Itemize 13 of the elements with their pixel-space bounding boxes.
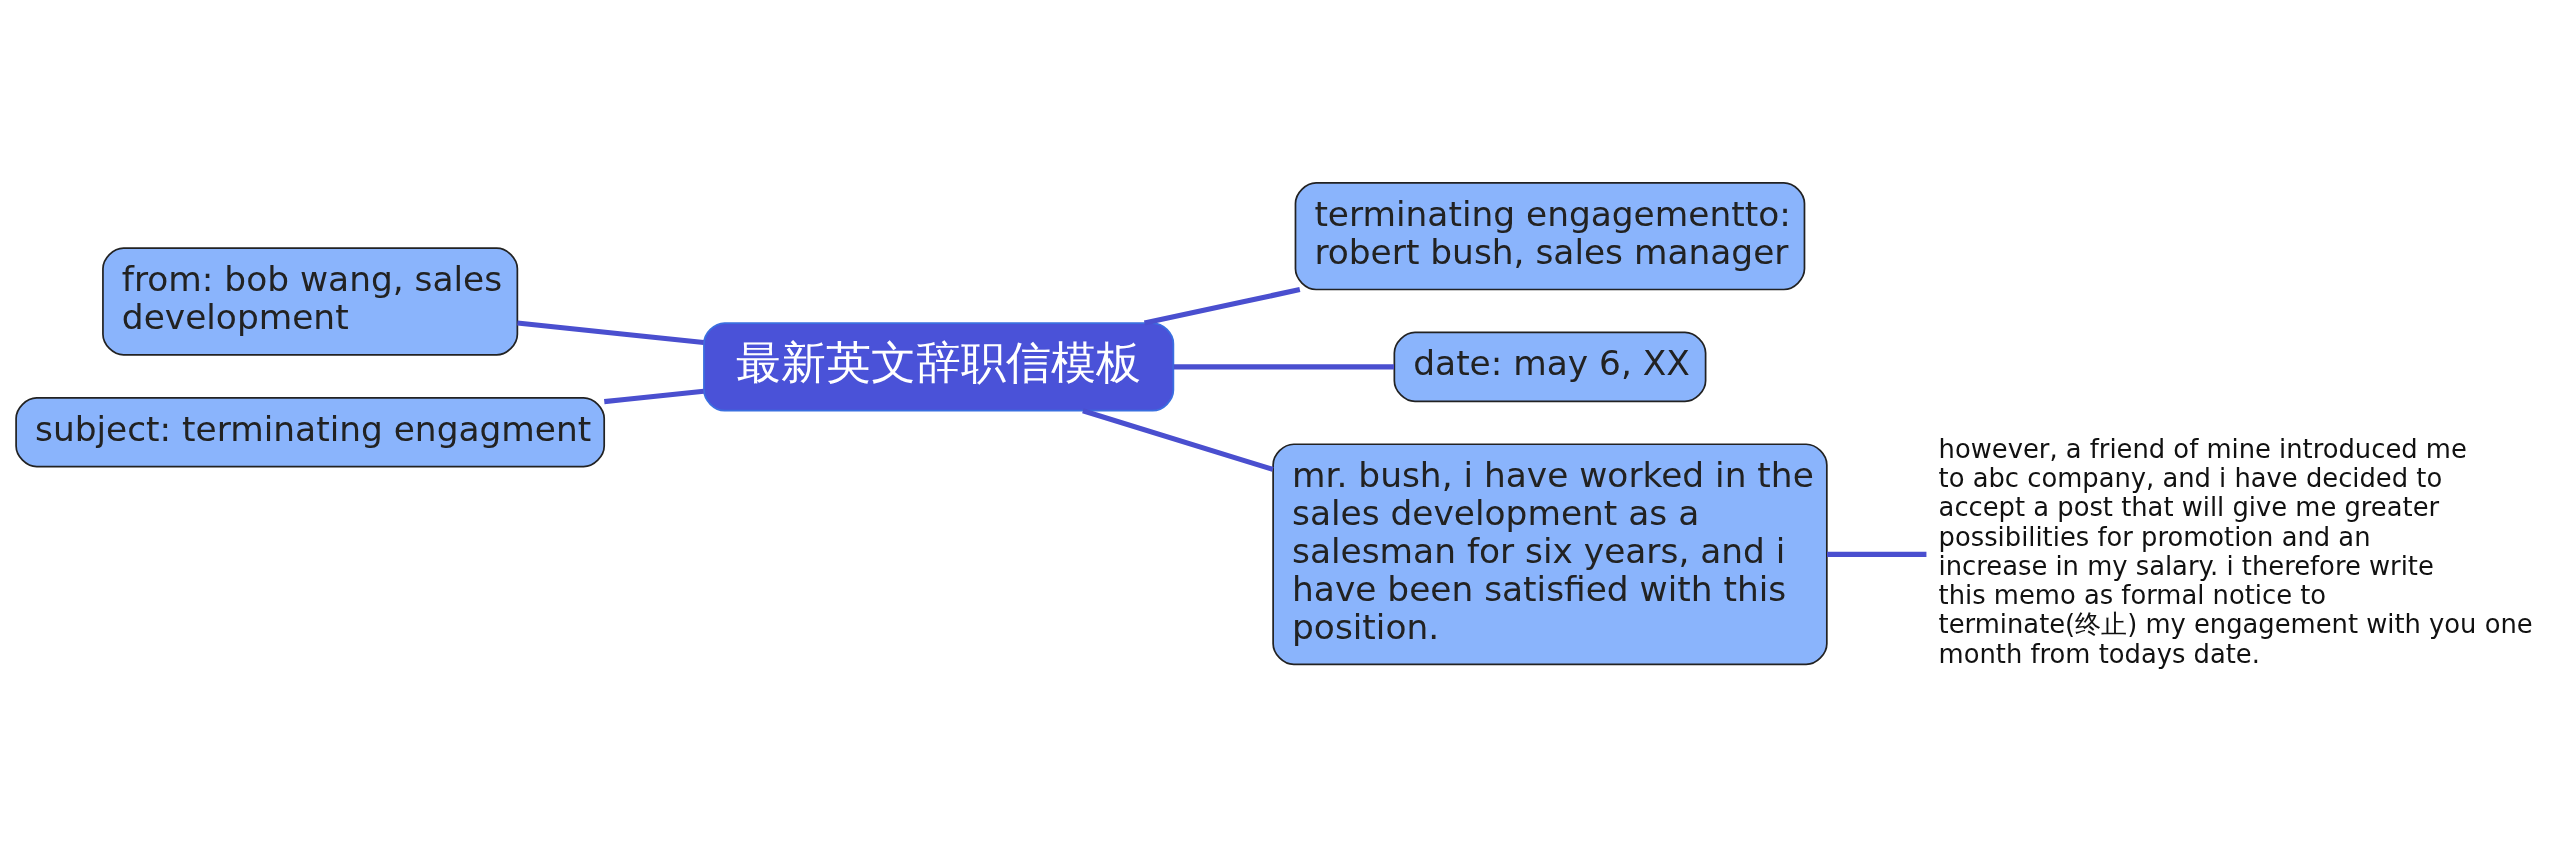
node-box: terminating engagementto: robert bush, sales manager xyxy=(1294,181,1806,290)
connector xyxy=(604,388,704,404)
node-text: however, a friend of mine introduced me to abc company, and i have decided to accept a post that will give me greater possibilities for promotion and an increase in my salary. i therefore write this memo as formal notice to terminate(终止) my engagement with you one month from todays date. xyxy=(1938,433,2533,669)
node-box: from: bob wang, sales development xyxy=(102,246,519,356)
connector xyxy=(1173,363,1395,369)
node-box: 最新英文辞职信模板 xyxy=(703,321,1175,412)
node-box: subject: terminating engagment xyxy=(15,396,606,467)
node-box: date: may 6, XX xyxy=(1393,331,1707,402)
node-box: mr. bush, i have worked in the sales development as a salesman for six years, and i have been satisfied with this position. xyxy=(1272,442,1828,665)
connector xyxy=(1143,286,1301,325)
connector xyxy=(1827,551,1927,557)
connector xyxy=(517,319,704,345)
connector xyxy=(1082,407,1274,472)
